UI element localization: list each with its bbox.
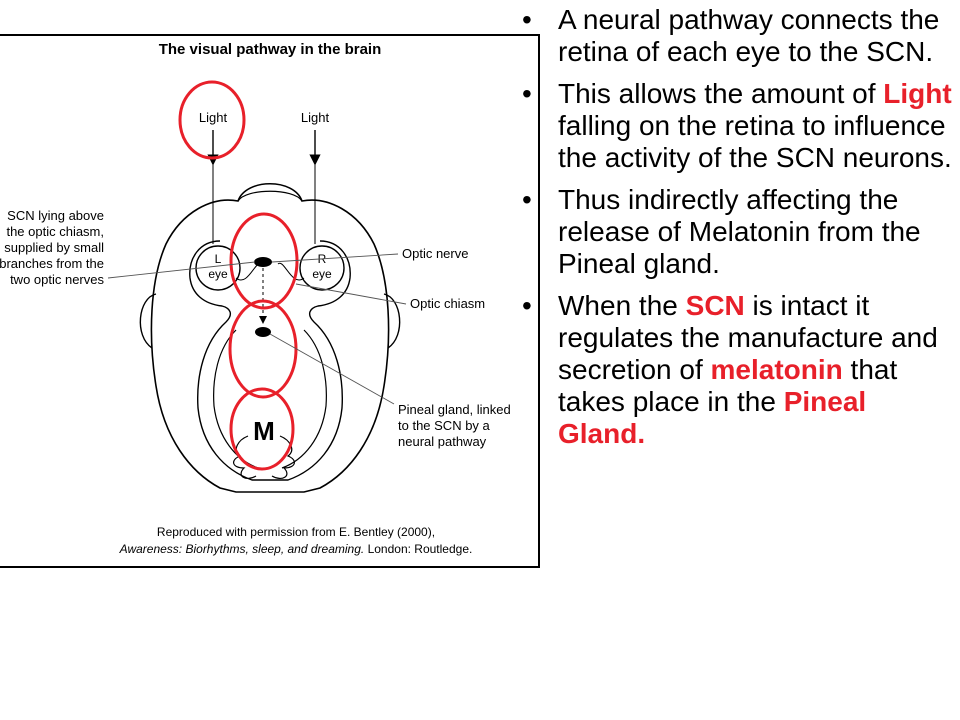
scn-leader-line — [107, 261, 256, 279]
bullet-dot: • — [522, 4, 532, 35]
svg-text:branches from the: branches from the — [0, 256, 104, 271]
credit-line-2: Awareness: Biorhythms, sleep, and dreami… — [119, 542, 473, 556]
bullet-text-part: This allows the amount of — [558, 78, 884, 109]
highlight-melatonin: melatonin — [710, 354, 843, 385]
bullet-text-part: is intact it regulates the manufacture a… — [558, 290, 938, 385]
right-eye — [299, 245, 345, 291]
highlight-pineal-circle — [228, 299, 298, 399]
bullet-item: • Thus indirectly affecting the release o… — [520, 184, 960, 280]
highlight-scn: SCN — [685, 290, 745, 321]
highlight-light: Light — [883, 78, 952, 109]
svg-text:to the SCN by a: to the SCN by a — [398, 418, 491, 433]
bullet-dot: • — [522, 78, 532, 109]
pineal-leader — [269, 333, 395, 405]
bullet-text-part: When the — [558, 290, 686, 321]
right-ear — [383, 293, 401, 349]
svg-text:the optic chiasm,: the optic chiasm, — [6, 224, 104, 239]
optic-chiasm-leader — [295, 283, 407, 305]
head-outline — [150, 182, 390, 493]
pineal-gland-dot — [255, 327, 271, 337]
optic-nerve-right — [277, 262, 305, 281]
m-letter: M — [253, 416, 275, 446]
brain-diagram: The visual pathway in the brain L eye R … — [0, 41, 511, 556]
right-eye-word: eye — [312, 267, 332, 281]
bullet-text-part: that takes place in the — [558, 354, 898, 417]
bullet-text-part: Thus indirectly affecting the release of… — [558, 184, 921, 279]
scn-dot — [254, 257, 272, 267]
brain-outline — [189, 240, 351, 481]
pineal-label: Pineal gland, linked to the SCN by a neu… — [398, 402, 511, 449]
left-eye-letter: L — [215, 252, 222, 266]
bullet-dot: • — [522, 184, 532, 215]
bullet-text-part: A neural pathway connects the retina of … — [558, 4, 940, 67]
svg-text:SCN lying above: SCN lying above — [7, 208, 104, 223]
highlight-m-circle — [229, 387, 295, 471]
diagram-title: The visual pathway in the brain — [159, 41, 382, 58]
svg-text:neural pathway: neural pathway — [398, 434, 487, 449]
highlight-light-circle — [178, 80, 246, 160]
bullet-item: • When the SCN is intact it regulates the… — [520, 290, 960, 450]
bullet-dot: • — [522, 290, 532, 321]
svg-text:two optic nerves: two optic nerves — [10, 272, 104, 287]
visual-pathway-figure: The visual pathway in the brain L eye R … — [0, 34, 540, 568]
nose — [237, 190, 303, 202]
light-right-label: Light — [301, 110, 330, 125]
light-left-label: Light — [199, 110, 228, 125]
svg-text:Pineal gland, linked: Pineal gland, linked — [398, 402, 511, 417]
credit-line-1: Reproduced with permission from E. Bentl… — [157, 525, 435, 539]
cerebellum-left — [233, 435, 257, 480]
bullet-list: • A neural pathway connects the retina of… — [520, 4, 960, 460]
bullet-text-part: falling on the retina to influence the a… — [558, 110, 952, 173]
svg-text:supplied by small: supplied by small — [4, 240, 104, 255]
bullet-item: • This allows the amount of Light falling… — [520, 78, 960, 174]
left-eye-word: eye — [208, 267, 228, 281]
optic-nerve-leader — [271, 253, 399, 263]
optic-chiasm-label: Optic chiasm — [410, 296, 485, 311]
bullet-item: • A neural pathway connects the retina of… — [520, 4, 960, 68]
left-ear — [139, 293, 157, 349]
highlight-pineal-gland: Pineal Gland. — [558, 386, 867, 449]
highlight-scn-circle — [229, 212, 299, 310]
scn-label: SCN lying above the optic chiasm, suppli… — [0, 208, 104, 287]
optic-nerve-label: Optic nerve — [402, 246, 468, 261]
